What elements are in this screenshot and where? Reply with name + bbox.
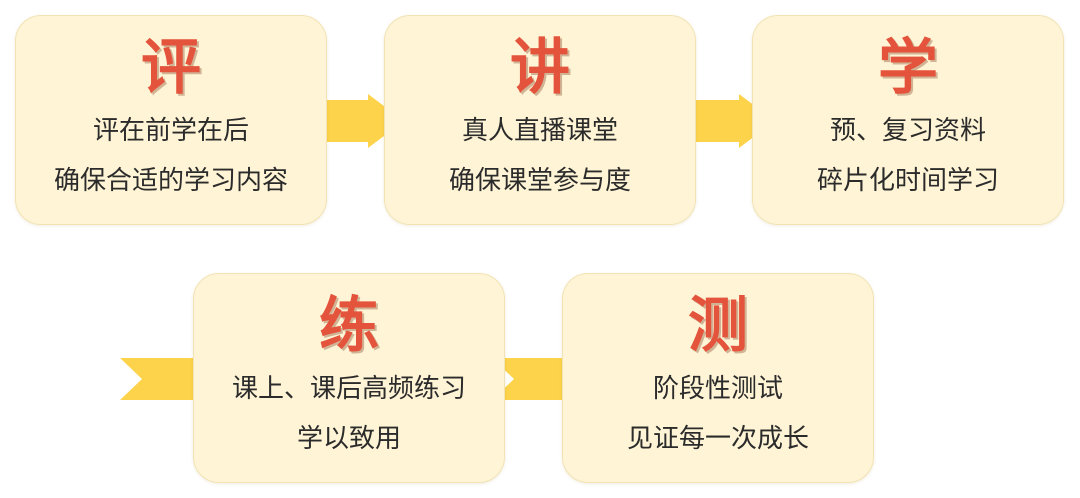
step-card-evaluate: 评 评在前学在后 确保合适的学习内容 [15,15,327,225]
step-description-line: 预、复习资料 [829,116,986,146]
step-card-learn: 学 预、复习资料 碎片化时间学习 [752,15,1064,225]
step-description-line: 学以致用 [296,424,401,454]
step-description-line: 评在前学在后 [92,116,249,146]
step-card-practice: 练 课上、课后高频练习 学以致用 [193,273,505,483]
step-card-teach: 讲 真人直播课堂 确保课堂参与度 [384,15,696,225]
step-title: 评 [141,33,201,103]
step-title: 测 [688,291,748,361]
step-description-line: 见证每一次成长 [626,424,809,454]
step-card-test: 测 阶段性测试 见证每一次成长 [562,273,874,483]
step-description-line: 确保合适的学习内容 [53,166,288,196]
step-title: 练 [319,291,379,361]
step-title: 讲 [510,33,570,103]
step-description-line: 课上、课后高频练习 [231,374,466,404]
step-description-line: 真人直播课堂 [461,116,618,146]
step-description-line: 碎片化时间学习 [816,166,999,196]
step-title: 学 [878,33,938,103]
step-description-line: 确保课堂参与度 [448,166,631,196]
step-description-line: 阶段性测试 [652,374,783,404]
